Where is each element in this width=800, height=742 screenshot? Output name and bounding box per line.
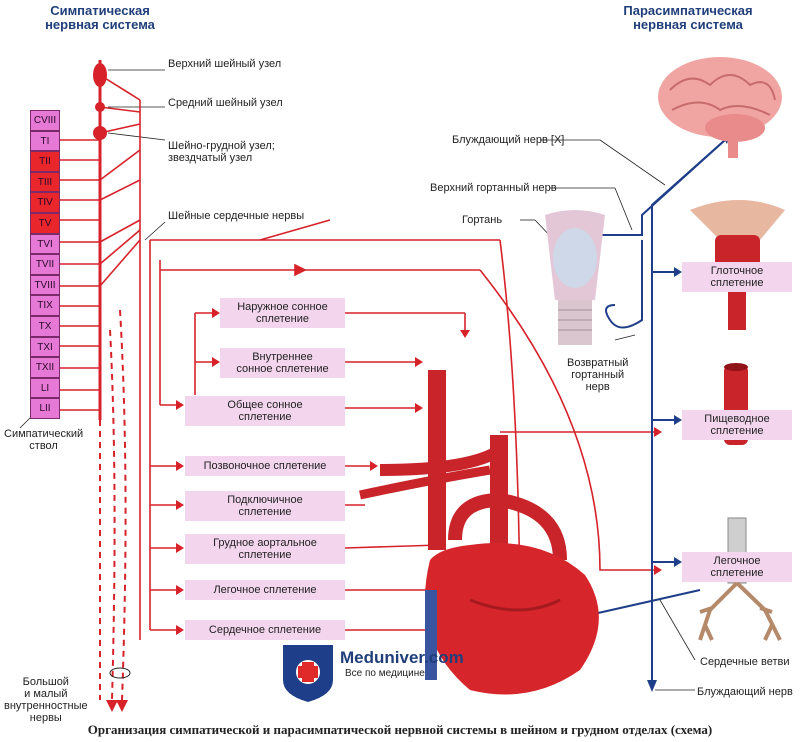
- cervical-cardiac-nerves-label: Шейные сердечные нервы: [168, 210, 305, 222]
- pharyngeal-plexus-box: Глоточное сплетение: [682, 262, 792, 292]
- upper-cervical-ganglion-label: Верхний шейный узел: [168, 58, 282, 70]
- vertebral-plexus-box: Позвоночное сплетение: [185, 456, 345, 476]
- spinal-segment: TIV: [30, 192, 60, 213]
- spinal-segment: TIX: [30, 295, 60, 316]
- brain-illustration: [658, 57, 782, 158]
- spinal-segment: LI: [30, 377, 60, 399]
- spinal-segment: TVII: [30, 254, 60, 275]
- thoracic-aortic-plexus-box: Грудное аортальное сплетение: [185, 534, 345, 564]
- heart-illustration: [359, 370, 599, 695]
- sympathetic-heading: Симпатическая нервная система: [45, 3, 155, 32]
- vagus-nerve-label: Блуждающий нерв [X]: [452, 134, 565, 146]
- figure-caption: Организация симпатической и парасимпатич…: [87, 722, 713, 737]
- spinal-segment: LII: [30, 398, 60, 419]
- splanchnic-nerves-label: Большой и малый внутренностные нервы: [4, 676, 88, 724]
- spinal-segment: TIII: [30, 171, 60, 193]
- vagus-nerve-bottom-label: Блуждающий нерв: [697, 686, 793, 698]
- cervicothoracic-ganglion-label: Шейно-грудной узел; звездчатый узел: [168, 140, 275, 164]
- logo-subtitle: Все по медицине: [345, 668, 425, 679]
- spinal-segment: CVIII: [30, 110, 60, 131]
- spinal-segment: TVIII: [30, 274, 60, 296]
- spinal-segment: TI: [30, 130, 60, 152]
- sympathetic-trunk-label: Симпатический ствол: [4, 428, 84, 452]
- spinal-segment: TVI: [30, 233, 60, 255]
- logo-name[interactable]: Meduniver.com: [340, 648, 464, 667]
- spinal-segment: TV: [30, 213, 60, 234]
- recurrent-laryngeal-nerve-label: Возвратный гортанный нерв: [567, 357, 629, 393]
- pulmonary-plexus-box: Легочное сплетение: [185, 580, 345, 600]
- larynx-label: Гортань: [462, 214, 503, 226]
- pulmonary-plexus-right-box: Легочное сплетение: [682, 552, 792, 582]
- internal-carotid-plexus-box: Внутреннее сонное сплетение: [220, 348, 345, 378]
- spinal-segment: TXI: [30, 336, 60, 358]
- middle-cervical-ganglion-label: Средний шейный узел: [168, 97, 283, 109]
- esophageal-plexus-box: Пищеводное сплетение: [682, 410, 792, 440]
- common-carotid-plexus-box: Общее сонное сплетение: [185, 396, 345, 426]
- spinal-segment: TII: [30, 151, 60, 172]
- parasympathetic-heading: Парасимпатическая нервная система: [623, 3, 753, 32]
- superior-laryngeal-nerve-label: Верхний гортанный нерв: [430, 182, 557, 194]
- logo-mark: [283, 645, 333, 702]
- subclavian-plexus-box: Подключичное сплетение: [185, 491, 345, 521]
- external-carotid-plexus-box: Наружное сонное сплетение: [220, 298, 345, 328]
- spinal-segment: TX: [30, 316, 60, 337]
- cardiac-plexus-box: Сердечное сплетение: [185, 620, 345, 640]
- cardiac-branches-label: Сердечные ветви: [700, 656, 790, 668]
- larynx-illustration: [545, 210, 605, 345]
- spinal-segment: TXII: [30, 357, 60, 378]
